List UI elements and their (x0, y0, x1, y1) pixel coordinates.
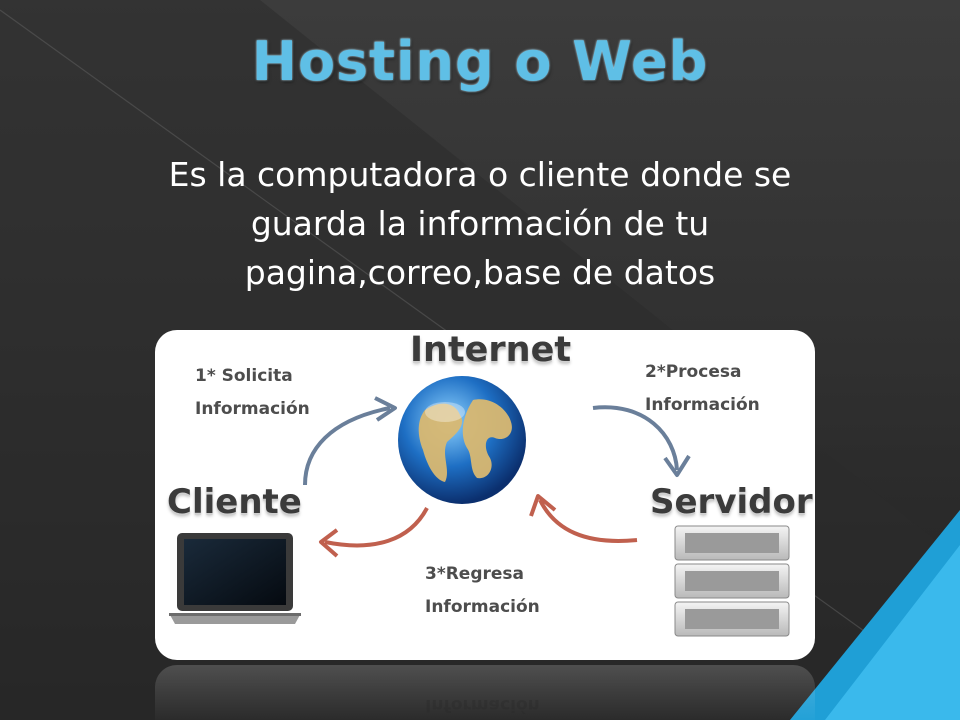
node-label-internet: Internet (410, 330, 572, 370)
laptop-icon (169, 533, 301, 624)
step3-line1: 3*Regresa (425, 564, 525, 584)
node-label-servidor: Servidor (650, 482, 813, 522)
step-label-request: 1* Solicita Información (195, 360, 310, 426)
arrow-return-lower (319, 507, 429, 558)
arrow-return-upper (529, 494, 638, 543)
step1-line2: Información (195, 399, 310, 419)
reflection-text: Información (425, 695, 540, 715)
server-rack-icon (674, 525, 790, 637)
node-label-cliente: Cliente (167, 482, 302, 522)
step-label-process: 2*Procesa Información (645, 356, 760, 422)
step2-line2: Información (645, 395, 760, 415)
slide-title: Hosting o Web (251, 30, 709, 93)
globe-icon (398, 376, 526, 504)
corner-accent-light (825, 545, 960, 720)
body-line-1: Es la computadora o cliente donde se (168, 155, 792, 194)
slide-body-text: Es la computadora o cliente donde se gua… (90, 150, 870, 297)
step1-line1: 1* Solicita (195, 366, 293, 386)
arrow-request (303, 396, 397, 486)
step3-line2: Información (425, 597, 540, 617)
body-line-3: pagina,correo,base de datos (244, 253, 716, 292)
arrow-process (592, 405, 691, 477)
hosting-diagram: Internet Cliente Servidor 1* Solicita In… (155, 330, 815, 660)
diagram-reflection: Información (155, 665, 815, 720)
body-line-2: guarda la información de tu (250, 204, 710, 243)
step-label-return: 3*Regresa Información (425, 558, 540, 624)
step2-line1: 2*Procesa (645, 362, 742, 382)
diagram-artwork (169, 376, 790, 637)
